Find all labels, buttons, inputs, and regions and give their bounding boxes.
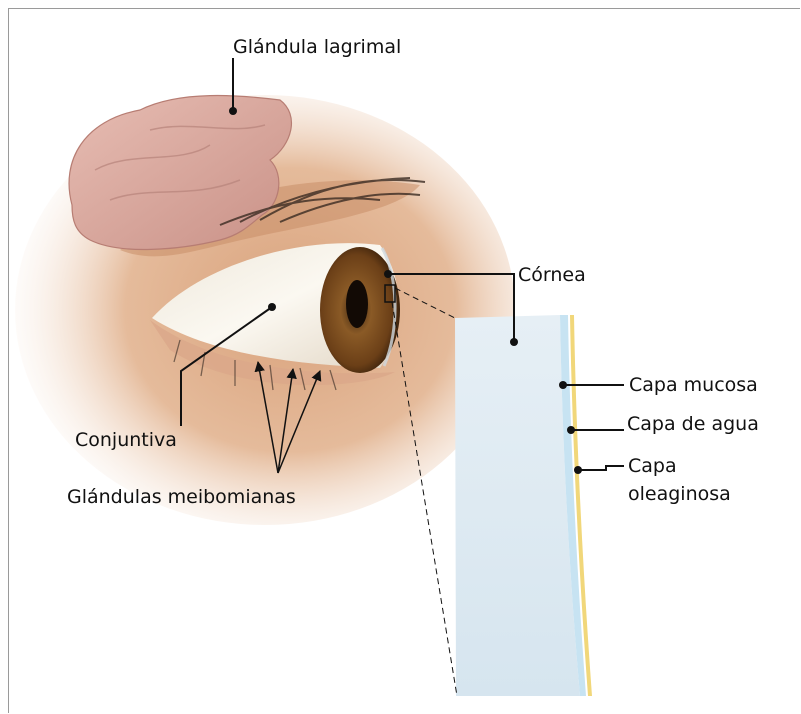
dot-cornea-section bbox=[510, 338, 518, 346]
label-cornea: Córnea bbox=[518, 264, 586, 286]
label-lacrimal-gland: Glándula lagrimal bbox=[233, 36, 401, 58]
cornea-section bbox=[455, 315, 592, 696]
label-oily-layer-line1: Capa bbox=[628, 455, 677, 477]
dot-lacrimal-gland bbox=[229, 107, 237, 115]
label-water-layer: Capa de agua bbox=[627, 413, 759, 435]
dot-mucous-layer bbox=[559, 381, 567, 389]
dot-cornea bbox=[384, 270, 392, 278]
label-meibomian-glands: Glándulas meibomianas bbox=[67, 486, 296, 508]
pupil bbox=[346, 280, 368, 328]
dot-water-layer bbox=[567, 426, 575, 434]
dot-conjunctiva bbox=[268, 303, 276, 311]
label-mucous-layer: Capa mucosa bbox=[629, 374, 758, 396]
label-conjunctiva: Conjuntiva bbox=[75, 429, 177, 451]
dot-oily-layer bbox=[574, 466, 582, 474]
label-oily-layer-line2: oleaginosa bbox=[628, 483, 731, 505]
leader-oily-layer bbox=[578, 466, 624, 470]
